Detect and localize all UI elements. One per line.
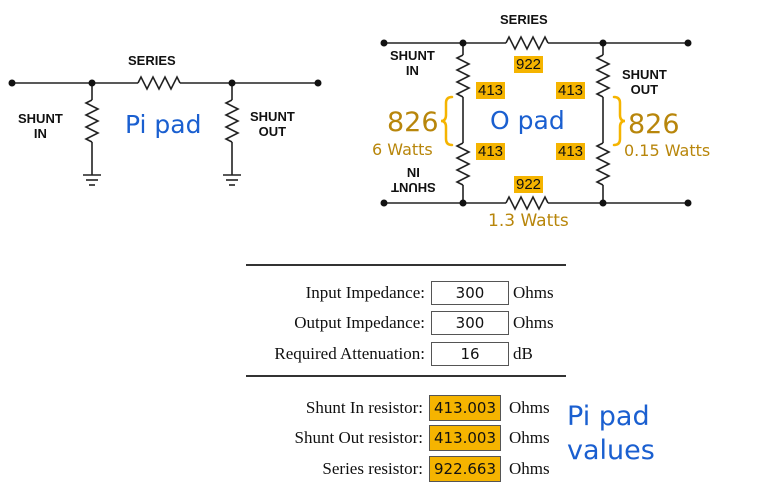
o-mirrored-label-line2: SHUNT [391, 180, 436, 195]
o-shunt-value-bottom-right: 413 [556, 143, 586, 160]
o-top-series-value: 922 [514, 56, 544, 73]
series-result-unit: Ohms [509, 459, 550, 478]
shunt-out-result-unit: Ohms [509, 428, 550, 447]
pi-shunt-in-label: SHUNT IN [18, 111, 63, 141]
pi-shunt-out-label-line2: OUT [258, 124, 287, 139]
input-impedance-field[interactable]: 300 [431, 281, 509, 305]
pi-pad-values-note-line1: Pi pad [567, 401, 650, 432]
o-shunt-out-label-line2: OUT [630, 82, 659, 97]
attenuation-unit: dB [513, 344, 533, 363]
o-bottom-watts: 1.3 Watts [488, 211, 569, 231]
o-shunt-value-top-left: 413 [476, 82, 506, 99]
o-left-total: 826 [387, 107, 439, 138]
o-bottom-series-value: 922 [514, 176, 544, 193]
o-mirrored-label-line1: IN [406, 165, 420, 180]
o-shunt-in-label: SHUNT IN [390, 48, 435, 78]
o-pad-title: O pad [490, 106, 565, 135]
pi-shunt-in-label-line1: SHUNT [18, 111, 63, 126]
o-series-label: SERIES [500, 12, 548, 27]
o-left-watts: 6 Watts [372, 140, 433, 159]
right-brace [612, 95, 626, 147]
series-result-value: 922.663 [429, 456, 501, 482]
pi-pad-values-note: Pi pad values [567, 400, 655, 468]
shunt-in-result-value: 413.003 [429, 395, 501, 421]
o-right-watts: 0.15 Watts [624, 141, 711, 160]
form-top-divider [246, 264, 566, 266]
shunt-in-result-label: Shunt In resistor: [305, 398, 423, 417]
pi-pad-title: Pi pad [125, 110, 202, 139]
pi-series-label: SERIES [128, 53, 176, 68]
o-mirrored-shunt-in-label: SHUNT IN [391, 165, 436, 195]
series-result-label: Series resistor: [322, 459, 423, 478]
attenuation-label: Required Attenuation: [274, 344, 425, 363]
o-shunt-in-label-line1: SHUNT [390, 48, 435, 63]
pi-shunt-out-label: SHUNT OUT [250, 109, 295, 139]
left-brace [440, 95, 454, 147]
pi-pad-values-note-line2: values [567, 435, 655, 466]
shunt-in-result-unit: Ohms [509, 398, 550, 417]
o-shunt-value-bottom-left: 413 [476, 143, 506, 160]
attenuation-field[interactable]: 16 [431, 342, 509, 366]
pi-shunt-in-label-line2: IN [33, 126, 47, 141]
pi-pad-schematic [8, 75, 322, 186]
output-impedance-field[interactable]: 300 [431, 311, 509, 335]
form-mid-divider [246, 375, 566, 377]
o-shunt-in-label-line2: IN [405, 63, 419, 78]
o-shunt-value-top-right: 413 [556, 82, 586, 99]
output-impedance-label: Output Impedance: [294, 313, 425, 332]
pi-shunt-out-label-line1: SHUNT [250, 109, 295, 124]
o-shunt-out-label-line1: SHUNT [622, 67, 667, 82]
o-shunt-out-label: SHUNT OUT [622, 67, 667, 97]
o-pad-schematic [380, 35, 692, 211]
shunt-out-result-label: Shunt Out resistor: [294, 428, 423, 447]
shunt-out-result-value: 413.003 [429, 425, 501, 451]
o-right-total: 826 [628, 109, 680, 140]
input-impedance-unit: Ohms [513, 283, 554, 302]
output-impedance-unit: Ohms [513, 313, 554, 332]
input-impedance-label: Input Impedance: [305, 283, 425, 302]
